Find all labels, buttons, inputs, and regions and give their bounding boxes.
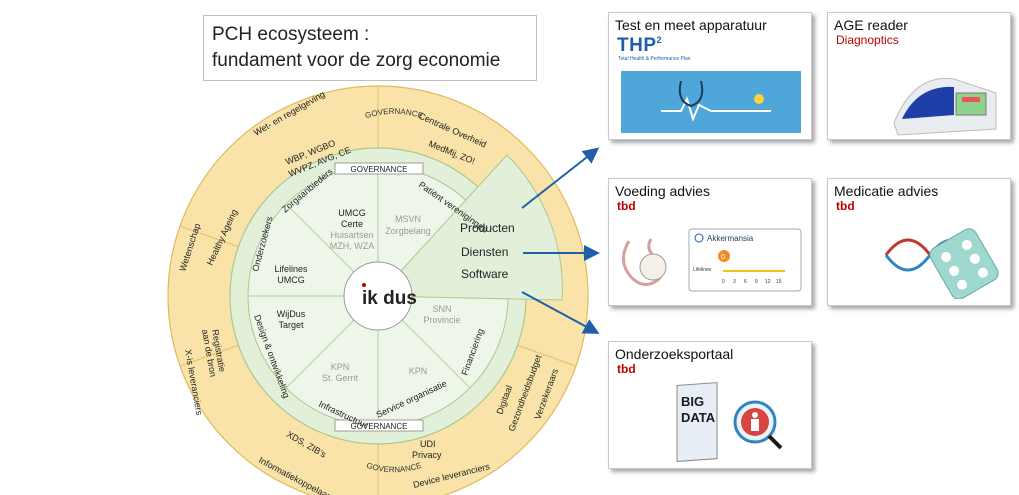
outer-udi-1: UDI — [420, 439, 436, 449]
governance-top-box — [334, 162, 424, 175]
book-line-2: DATA — [681, 410, 716, 425]
card-onderzoek-subtitle: tbd — [617, 362, 636, 376]
voeding-tick-0: 0 — [722, 279, 725, 285]
stethoscope-image — [621, 71, 801, 133]
arrow-bottom — [521, 291, 600, 334]
voeding-image: Akkermansia 0 Lifelines 0 3 6 9 12 15 — [622, 228, 802, 292]
seg-umcg: UMCG — [338, 208, 366, 218]
voeding-chart-marker: 0 — [721, 254, 725, 261]
wedge-software: Software — [461, 267, 509, 281]
center-logo: ik dus — [362, 288, 417, 309]
governance-bottom: GOVERNANCE — [365, 461, 422, 474]
voeding-chart-title: Akkermansia — [707, 234, 754, 243]
card-medicatie-advies[interactable]: Medicatie advies tbd — [827, 178, 1011, 306]
wedge-arrows — [521, 147, 600, 334]
card-onderzoeksportaal[interactable]: Onderzoeksportaal tbd BIG DATA — [608, 341, 812, 469]
seg-certe: Certe — [341, 219, 363, 229]
card-voeding-title: Voeding advies — [615, 183, 710, 199]
seg-st-gerrit: St. Gerrit — [322, 373, 359, 383]
thp-logo: THP2 — [617, 35, 663, 56]
seg-kpn-left: KPN — [331, 362, 350, 372]
card-medicatie-title: Medicatie advies — [834, 183, 939, 199]
governance-top-label: GOVERNANCE — [351, 165, 408, 174]
outer-udi-2: Privacy — [412, 450, 442, 460]
big-data-image: BIG DATA — [676, 382, 783, 462]
voeding-tick-1: 3 — [733, 279, 736, 285]
wedge-diensten: Diensten — [461, 245, 508, 259]
seg-wijdus: WijDus — [277, 309, 306, 319]
wedge-producten: Producten — [460, 221, 515, 235]
voeding-tick-2: 6 — [744, 279, 747, 285]
book-line-1: BIG — [681, 394, 704, 409]
center-circle — [343, 261, 413, 331]
arrow-top — [521, 147, 600, 209]
seg-mzh: MZH, WZA — [330, 241, 375, 251]
title-box: PCH ecosysteem : fundament voor de zorg … — [203, 15, 537, 81]
logo-dot — [362, 283, 366, 287]
card-medicatie-subtitle: tbd — [836, 199, 855, 213]
thp-logo-sub: Total Health & Performance Plan — [618, 56, 691, 62]
voeding-tick-4: 12 — [765, 279, 771, 285]
voeding-tick-3: 9 — [755, 279, 758, 285]
title-line-2: fundament voor de zorg economie — [212, 50, 501, 71]
governance-top: GOVERNANCE — [364, 107, 424, 121]
seg-lifelines: Lifelines — [274, 264, 308, 274]
products-wedge — [376, 154, 563, 301]
card-onderzoek-title: Onderzoeksportaal — [615, 346, 734, 362]
age-reader-device-image — [893, 77, 997, 136]
dna-pills-image — [884, 228, 999, 299]
seg-msvn: MSVN — [395, 214, 421, 224]
seg-lifelines-umcg: UMCG — [277, 275, 305, 285]
voeding-chart-row: Lifelines — [693, 267, 712, 273]
card-voeding-subtitle: tbd — [617, 199, 636, 213]
seg-provincie: Provincie — [423, 315, 460, 325]
governance-bottom-label: GOVERNANCE — [351, 422, 408, 431]
voeding-tick-5: 15 — [776, 279, 782, 285]
card-age-title: AGE reader — [834, 17, 908, 33]
card-test-meet[interactable]: Test en meet apparatuur THP2 Total Healt… — [608, 12, 812, 140]
seg-target: Target — [278, 320, 304, 330]
title-line-1: PCH ecosysteem : — [212, 24, 370, 45]
seg-zorgbelang: Zorgbelang — [385, 226, 431, 236]
seg-huisartsen: Huisartsen — [330, 230, 373, 240]
governance-bottom-box — [334, 419, 424, 432]
card-age-subtitle: Diagnoptics — [836, 33, 899, 47]
seg-kpn-right: KPN — [409, 366, 428, 376]
card-test-title: Test en meet apparatuur — [615, 17, 767, 33]
seg-snn: SNN — [432, 304, 451, 314]
card-age-reader[interactable]: AGE reader Diagnoptics — [827, 12, 1011, 140]
card-voeding-advies[interactable]: Voeding advies tbd Akkermansia 0 Lifelin… — [608, 178, 812, 306]
